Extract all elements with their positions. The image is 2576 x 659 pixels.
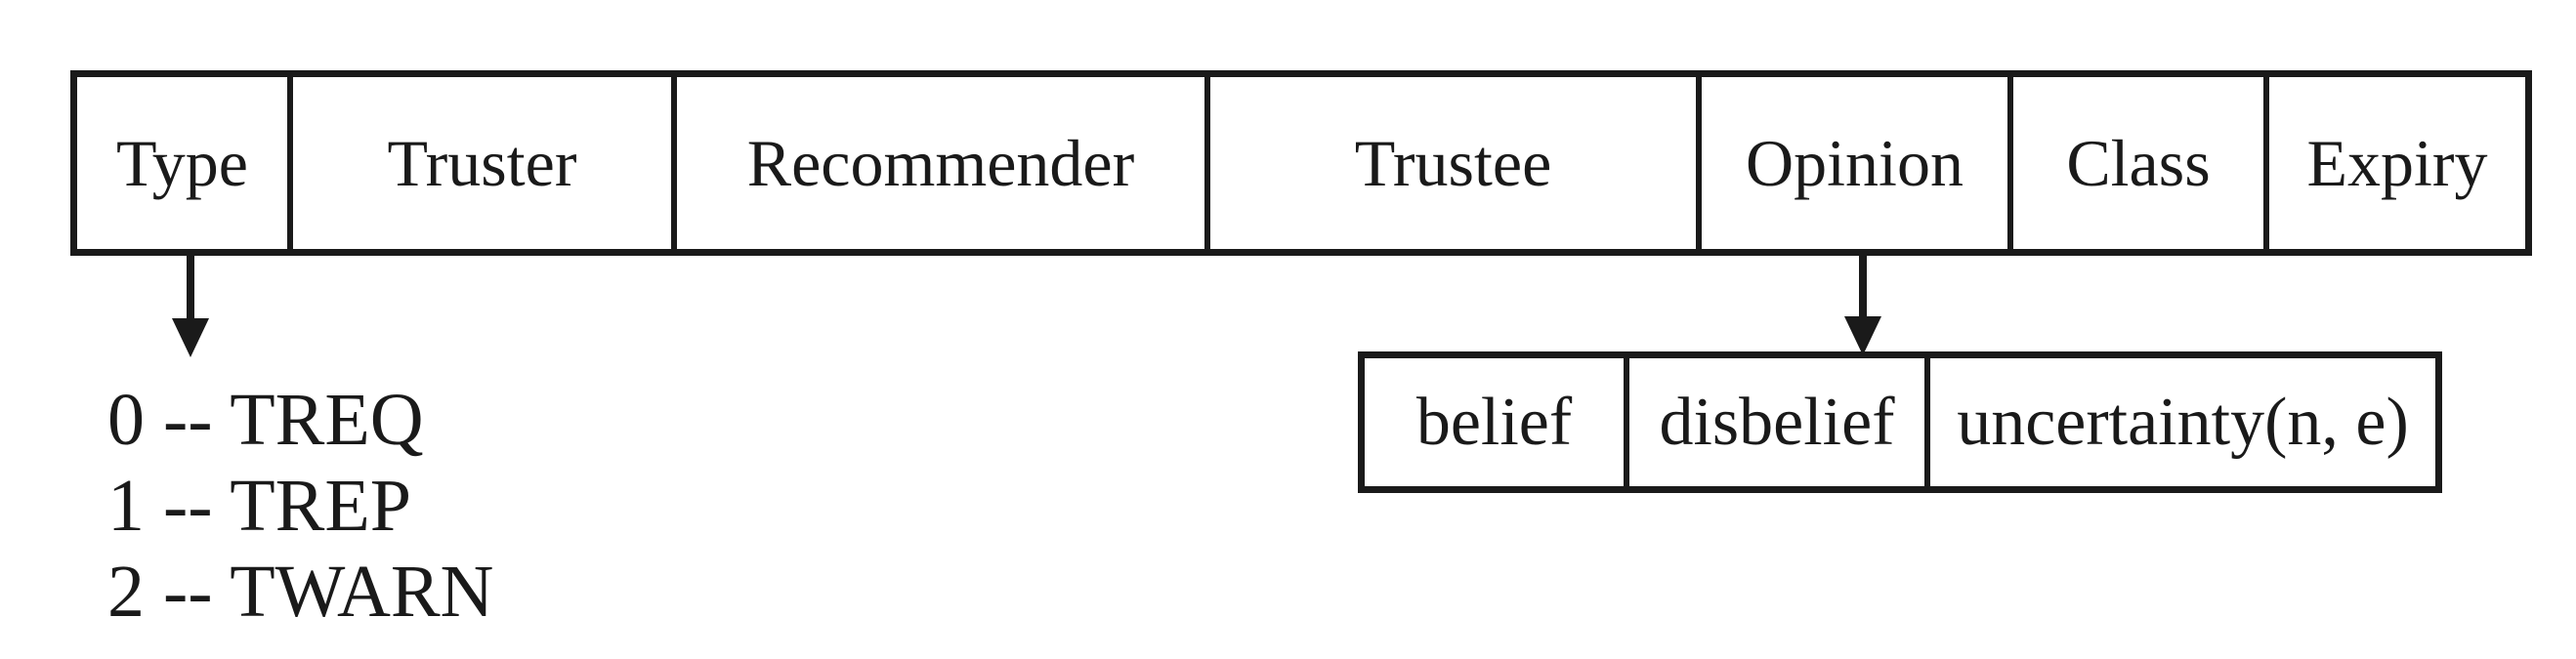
field-cell-class: Class (2013, 77, 2269, 249)
field-label-opinion: Opinion (1746, 126, 1964, 200)
field-label-trustee: Trustee (1354, 126, 1552, 200)
legend-item-trep: 1 -- TREP (107, 465, 412, 547)
field-label-truster: Truster (387, 126, 577, 200)
field-label-type: Type (116, 126, 248, 200)
opinion-label-belief: belief (1415, 384, 1573, 460)
type-value-legend: 0 -- TREQ 1 -- TREP 2 -- TWARN (107, 377, 493, 635)
message-record-table: Type Truster Recommender Trustee Opinion… (70, 70, 2532, 256)
type-arrow-head-icon (172, 318, 209, 357)
field-cell-expiry: Expiry (2269, 77, 2525, 249)
legend-item-treq: 0 -- TREQ (107, 379, 424, 461)
opinion-detail-table: belief disbelief uncertainty(n, e) (1358, 351, 2442, 493)
opinion-arrow-head-icon (1844, 316, 1881, 355)
legend-item-twarn: 2 -- TWARN (107, 551, 494, 633)
field-cell-trustee: Trustee (1210, 77, 1702, 249)
field-label-class: Class (2066, 126, 2211, 200)
opinion-arrow-line (1859, 256, 1867, 320)
field-cell-truster: Truster (293, 77, 677, 249)
opinion-cell-uncertainty: uncertainty(n, e) (1930, 358, 2435, 486)
field-label-expiry: Expiry (2306, 126, 2488, 200)
field-cell-type: Type (77, 77, 293, 249)
field-cell-recommender: Recommender (677, 77, 1210, 249)
opinion-cell-belief: belief (1365, 358, 1629, 486)
opinion-label-uncertainty: uncertainty(n, e) (1957, 384, 2409, 460)
field-cell-opinion: Opinion (1702, 77, 2013, 249)
opinion-cell-disbelief: disbelief (1629, 358, 1930, 486)
type-arrow-line (187, 256, 194, 320)
opinion-label-disbelief: disbelief (1659, 384, 1895, 460)
field-label-recommender: Recommender (746, 126, 1135, 200)
